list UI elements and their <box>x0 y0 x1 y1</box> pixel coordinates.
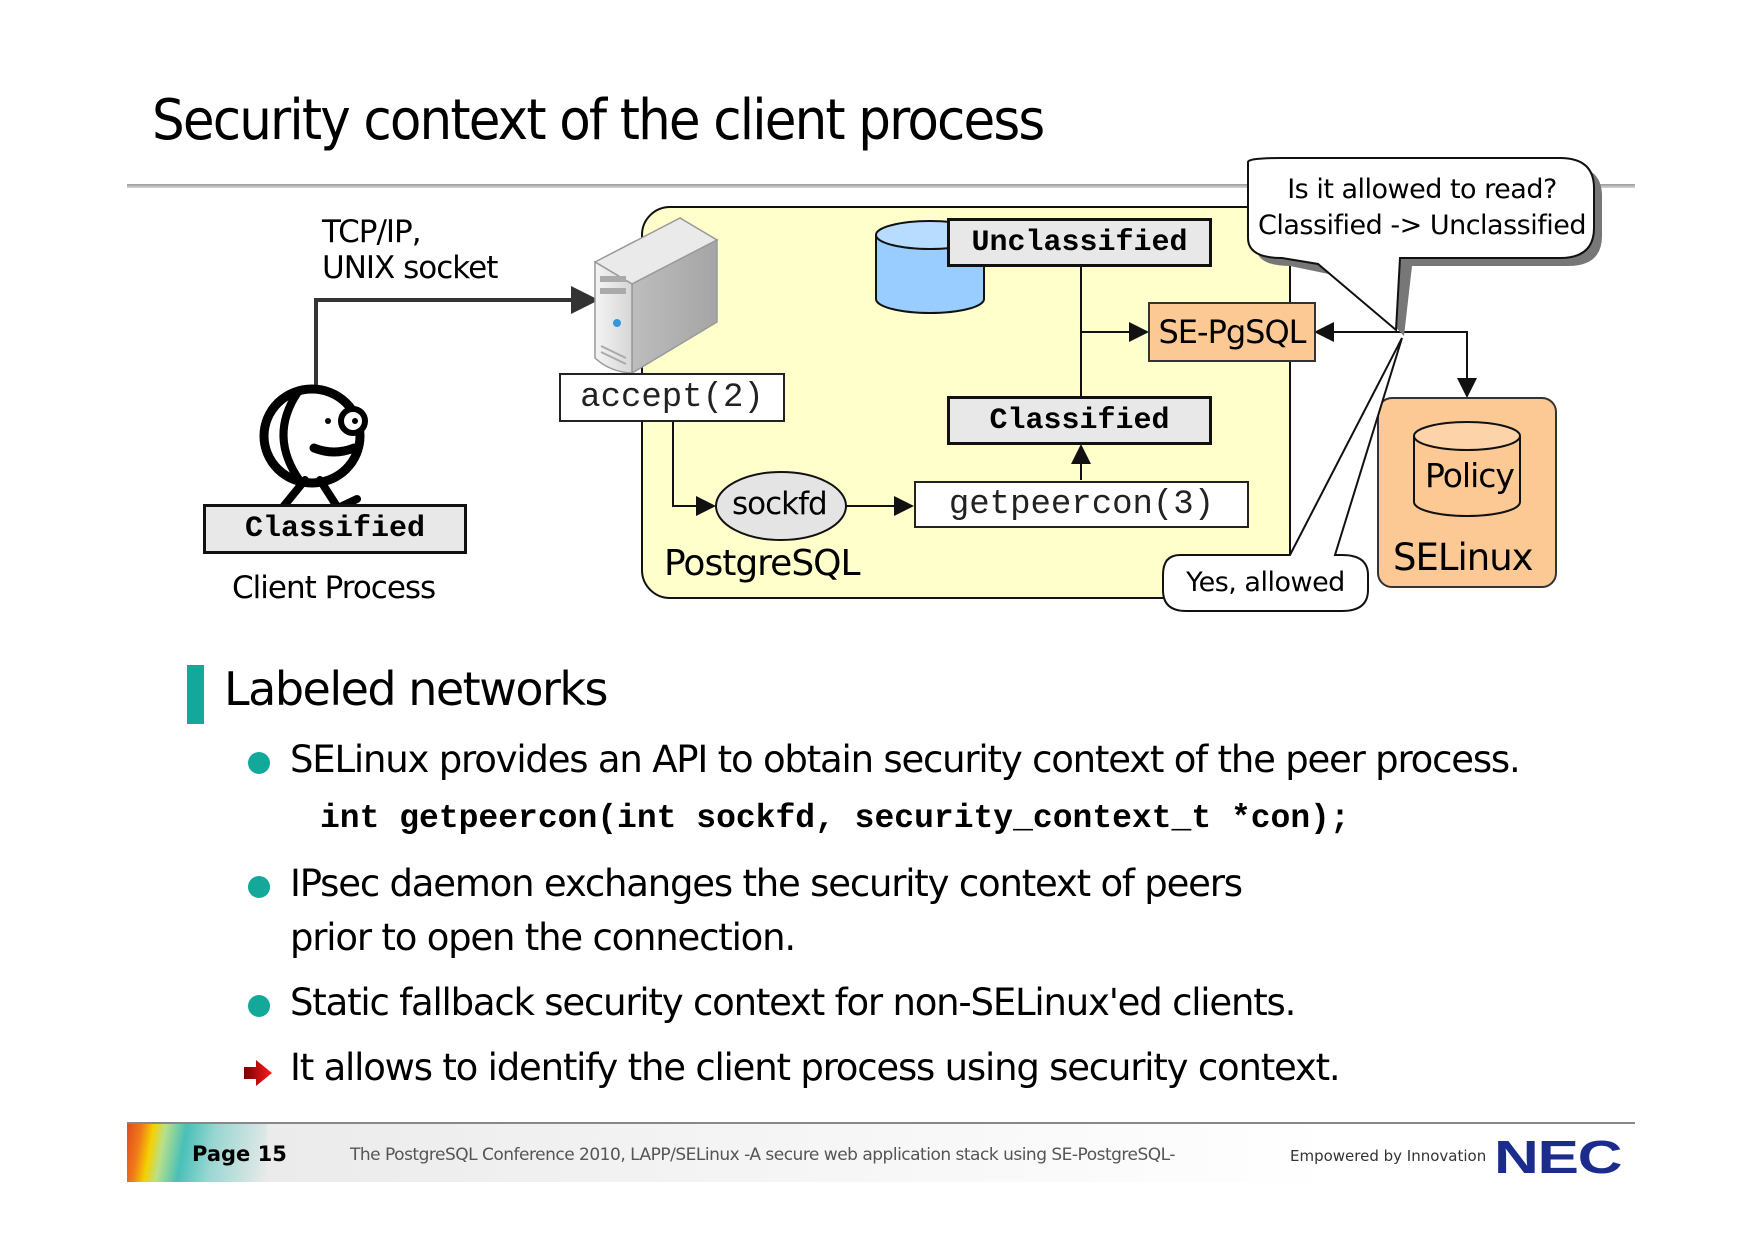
connection-label-line2: UNIX socket <box>322 250 498 286</box>
question-callout <box>1247 157 1602 336</box>
footer-tagline: Empowered by Innovation <box>1290 1147 1487 1165</box>
footer-conference-text: The PostgreSQL Conference 2010, LAPP/SEL… <box>350 1145 1175 1165</box>
footer-rainbow-graphic <box>127 1124 267 1182</box>
red-arrow-icon <box>244 1060 272 1086</box>
section-marker <box>187 665 204 724</box>
bullet-3-line2: prior to open the connection. <box>290 916 796 959</box>
sepgsql-label: SE-PgSQL <box>1158 313 1306 351</box>
title-divider <box>127 184 1635 188</box>
footer-bar <box>127 1124 1635 1182</box>
postgresql-label: PostgreSQL <box>664 543 861 584</box>
server-icon <box>593 217 719 375</box>
accept-call-box: accept(2) <box>559 373 785 422</box>
page-number: Page 15 <box>192 1142 287 1166</box>
client-process-figure-icon <box>259 384 368 514</box>
getpeercon-call-box: getpeercon(3) <box>914 481 1249 528</box>
bullet-dot <box>248 752 270 774</box>
selinux-label: SELinux <box>1393 536 1534 579</box>
client-process-caption: Client Process <box>232 570 436 606</box>
connection-label-line1: TCP/IP, <box>322 214 422 250</box>
bullet-1-text: SELinux provides an API to obtain securi… <box>290 738 1521 781</box>
bullet-3-line1: IPsec daemon exchanges the security cont… <box>290 862 1243 905</box>
sockfd-label: sockfd <box>732 486 828 522</box>
answer-callout <box>1162 337 1403 612</box>
connection-label: TCP/IP, UNIX socket <box>322 214 498 286</box>
question-callout-text: Is it allowed to read? Classified -> Unc… <box>1252 172 1592 244</box>
bullet-4-text: Static fallback security context for non… <box>290 981 1296 1024</box>
bullet-dot <box>248 995 270 1017</box>
code-signature: int getpeercon(int sockfd, security_cont… <box>320 800 1350 837</box>
connection-arrow <box>314 286 599 392</box>
question-line2: Classified -> Unclassified <box>1258 210 1586 241</box>
policy-cylinder-icon <box>1413 421 1521 517</box>
diagram-canvas <box>259 157 1602 612</box>
footer-divider <box>127 1122 1635 1124</box>
subject-security-label: Classified <box>947 396 1212 445</box>
table-security-label: Unclassified <box>947 218 1212 267</box>
policy-label: Policy <box>1425 456 1515 495</box>
question-line1: Is it allowed to read? <box>1287 174 1557 205</box>
slide-title: Security context of the client process <box>152 88 1045 153</box>
section-heading: Labeled networks <box>224 662 609 716</box>
client-security-label: Classified <box>203 504 467 554</box>
answer-callout-text: Yes, allowed <box>1186 567 1345 598</box>
nec-logo: NEC <box>1494 1131 1622 1183</box>
bullet-dot <box>248 876 270 898</box>
bullet-5-text: It allows to identify the client process… <box>290 1046 1341 1089</box>
sepgsql-box: SE-PgSQL <box>1148 302 1316 362</box>
